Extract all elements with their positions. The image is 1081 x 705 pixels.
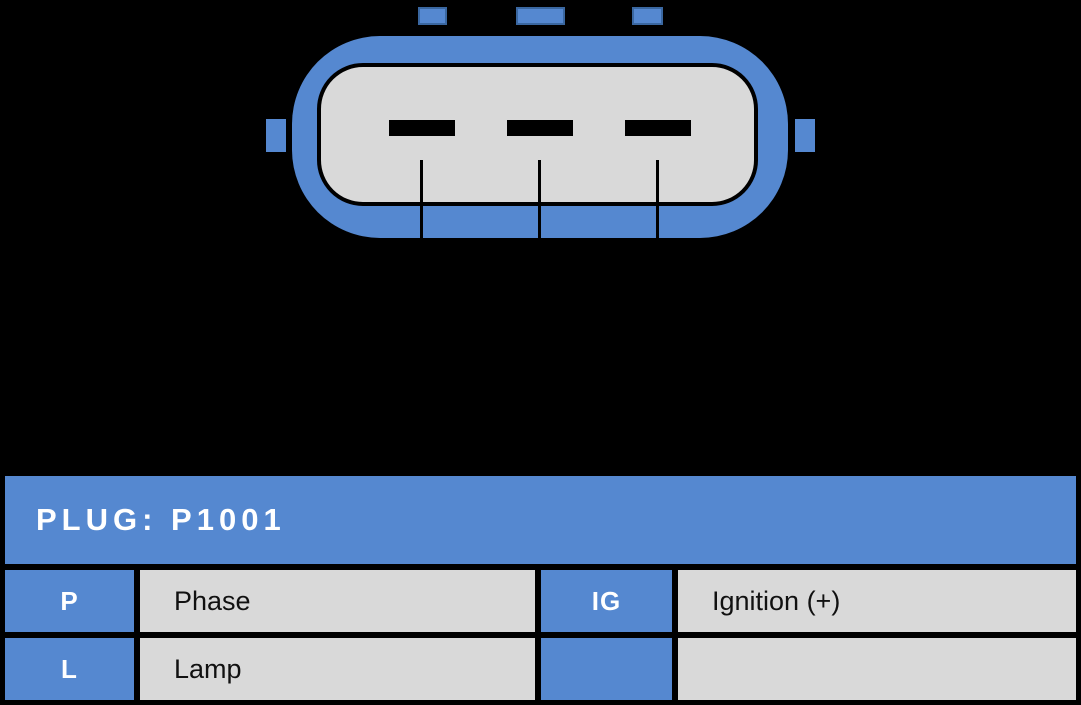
pin-lead-line-3 [656,160,659,238]
pin-label-empty [541,638,672,700]
pin-desc-lamp: Lamp [140,638,535,700]
pin-slot-1 [389,120,455,136]
pin-desc-ignition: Ignition (+) [678,570,1076,632]
pin-desc-empty [678,638,1076,700]
plug-table-title: PLUG: P1001 [5,476,1076,564]
plug-pinout-table: PLUG: P1001 P Phase IG Ignition (+) L La… [0,471,1081,705]
pin-label-l: L [5,638,134,700]
pin-lead-line-2 [538,160,541,238]
connector-side-tab-left [266,119,286,152]
connector-key-tab-left [418,7,447,25]
pin-desc-phase: Phase [140,570,535,632]
pin-label-ig: IG [541,570,672,632]
pin-label-p: P [5,570,134,632]
connector-key-tab-right [632,7,663,25]
pin-slot-2 [507,120,573,136]
connector-key-tab-center [516,7,565,25]
pin-slot-3 [625,120,691,136]
pin-lead-line-1 [420,160,423,238]
connector-side-tab-right [795,119,815,152]
